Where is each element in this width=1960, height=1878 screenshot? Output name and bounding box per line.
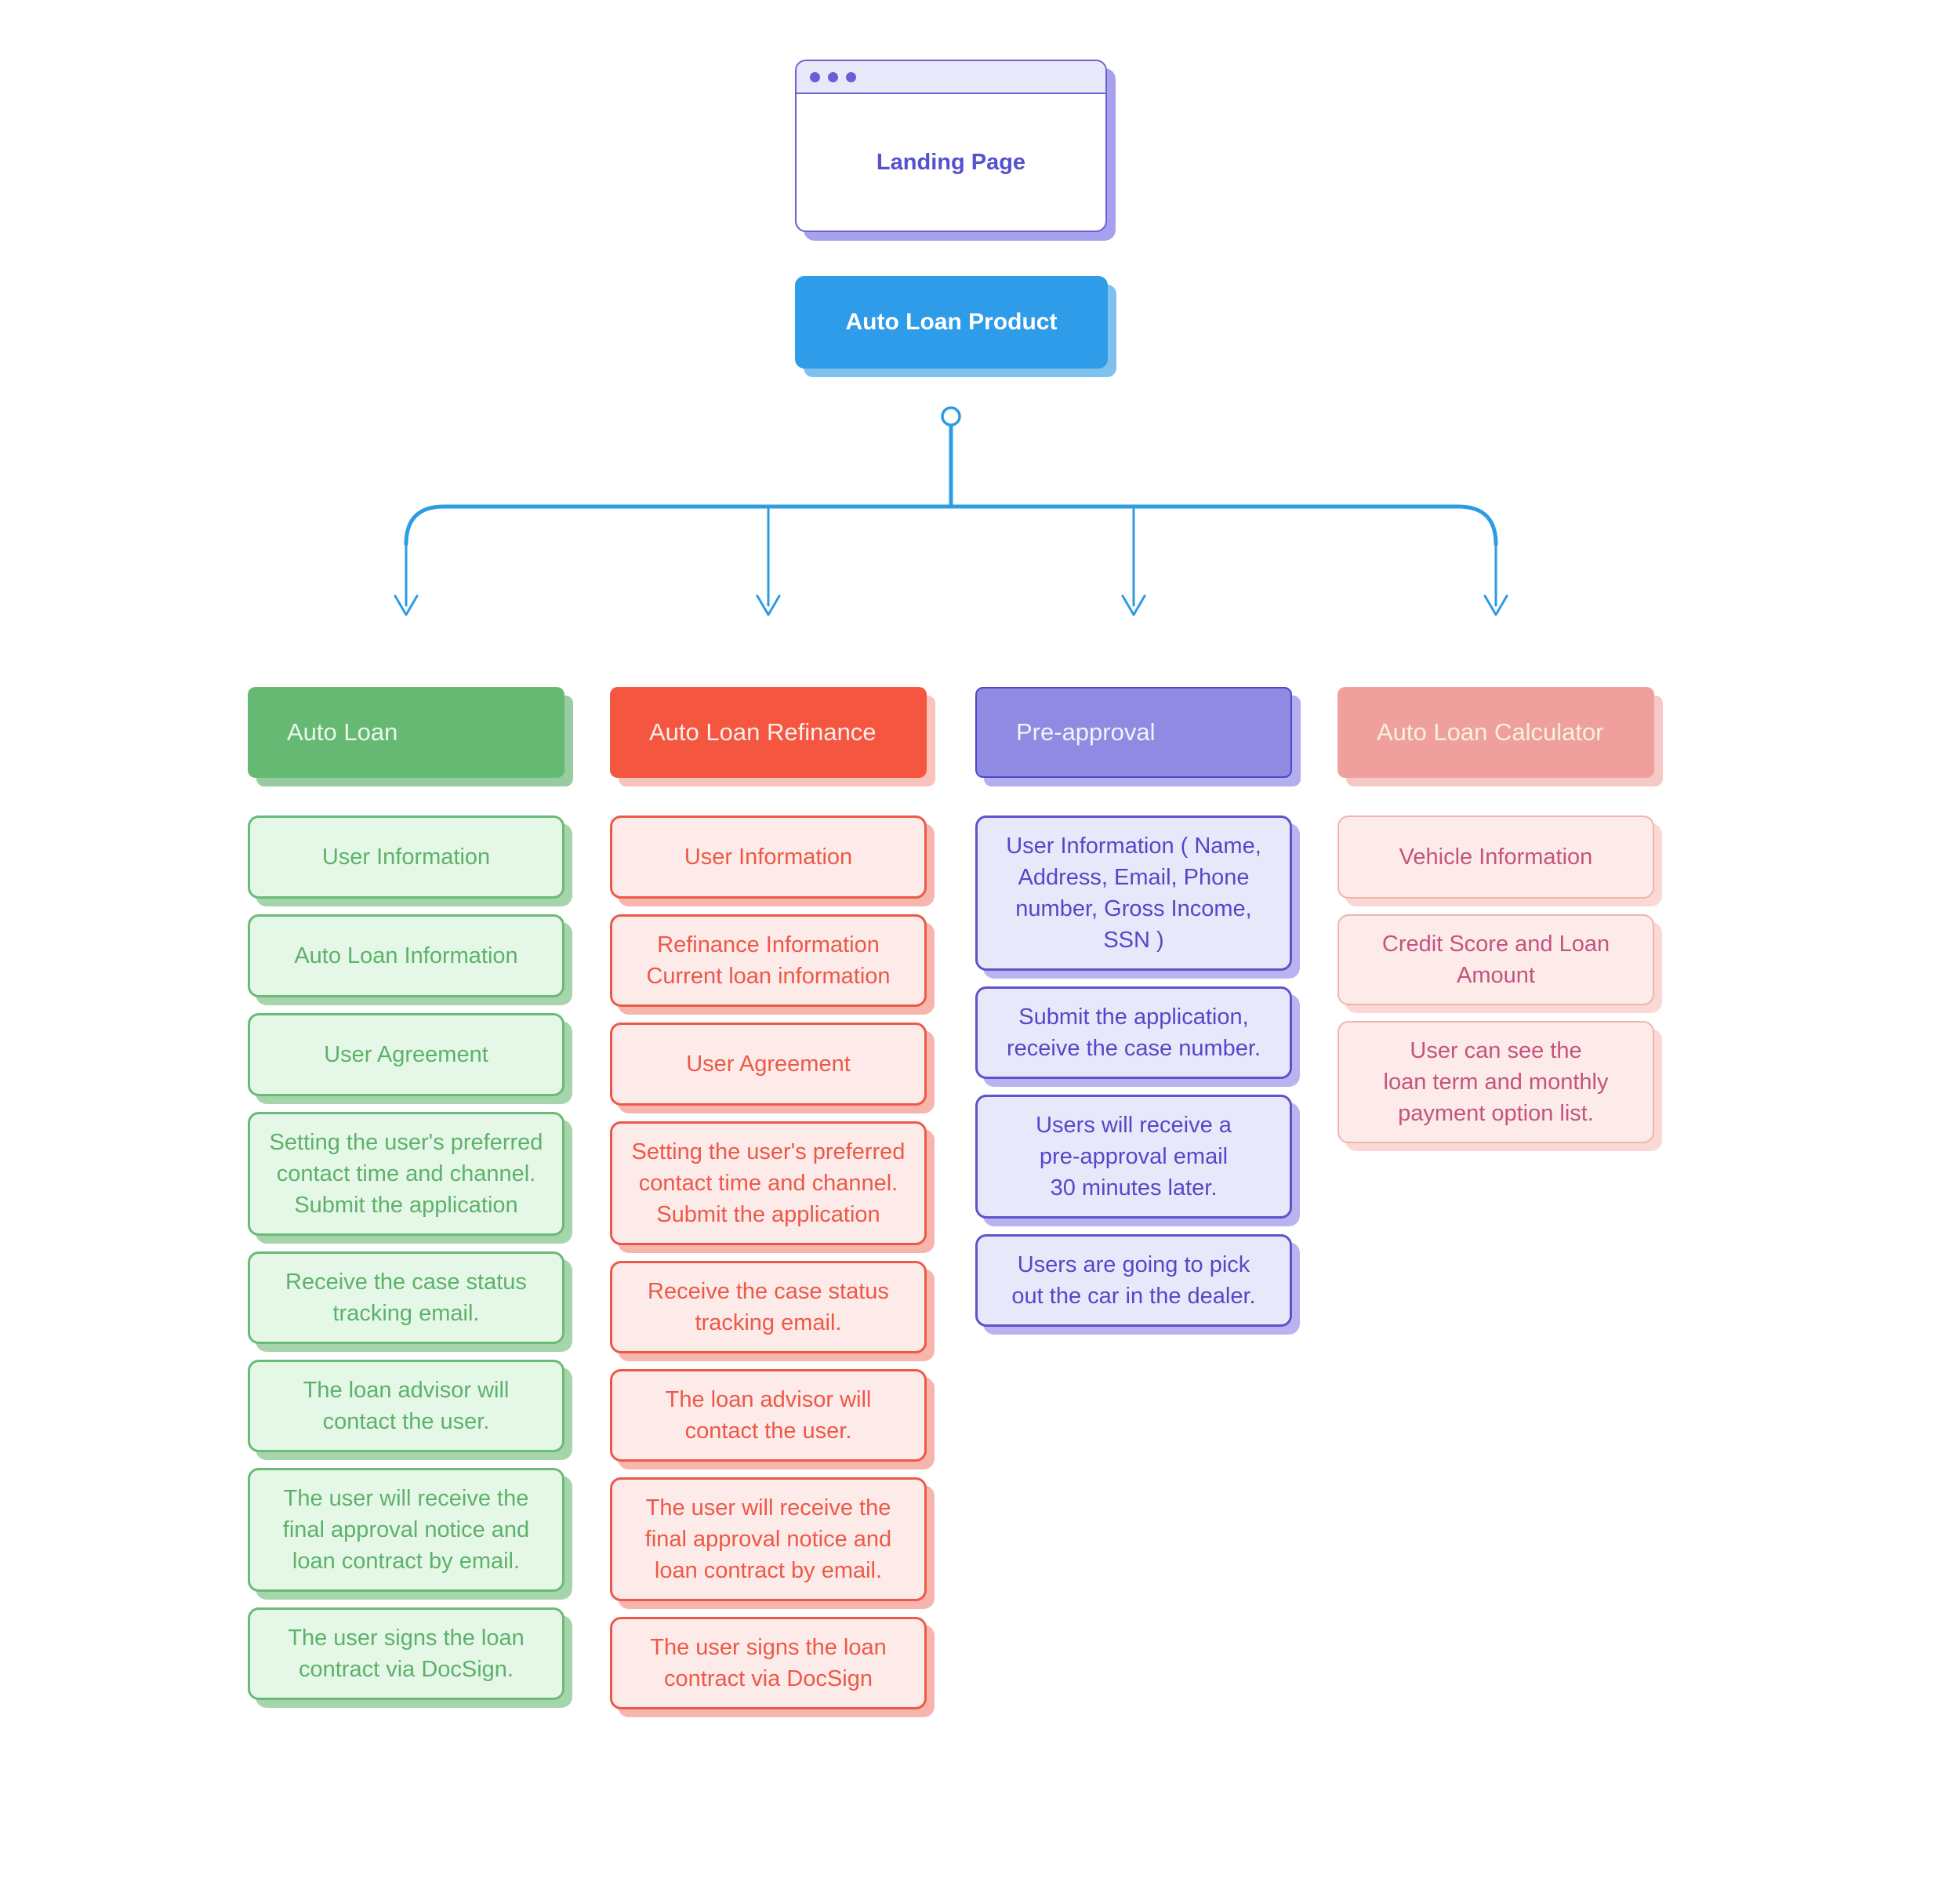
flow-step-node: User Information (610, 815, 927, 899)
connector-origin-circle (941, 406, 961, 427)
flow-step-node: Credit Score and Loan Amount (1338, 914, 1654, 1005)
flow-step-node: The user will receive the final approval… (248, 1468, 564, 1592)
window-control-dot-icon (846, 71, 856, 82)
flow-step-node: The user signs the loan contract via Doc… (248, 1607, 564, 1700)
column-items: User Information ( Name, Address, Email,… (975, 815, 1292, 1327)
flow-step-node: Users are going to pick out the car in t… (975, 1234, 1292, 1327)
flow-column-pre-approval: Pre-approval User Information ( Name, Ad… (975, 687, 1292, 1327)
flow-step-node: The user signs the loan contract via Doc… (610, 1617, 927, 1709)
flow-step-node: User Information (248, 815, 564, 899)
column-header-auto-loan: Auto Loan (248, 687, 564, 778)
arrow-down-icon-3 (1121, 594, 1146, 616)
browser-window-node: Landing Page (795, 60, 1107, 232)
flow-step-node: User Agreement (610, 1023, 927, 1106)
landing-page-title: Landing Page (876, 149, 1026, 175)
flow-step-node: Auto Loan Information (248, 914, 564, 997)
auto-loan-product-node: Auto Loan Product (795, 276, 1108, 369)
flow-column-auto-loan-calculator: Auto Loan Calculator Vehicle Information… (1338, 687, 1654, 1143)
column-header-pre-approval: Pre-approval (975, 687, 1292, 778)
browser-titlebar (797, 61, 1105, 94)
window-control-dot-icon (828, 71, 838, 82)
window-control-dot-icon (810, 71, 820, 82)
flow-step-node: Setting the user's preferred contact tim… (610, 1121, 927, 1245)
arrow-down-icon-4 (1483, 594, 1508, 616)
browser-content: Landing Page (797, 94, 1105, 231)
flow-step-node: Users will receive a pre-approval email … (975, 1095, 1292, 1219)
connector-rail (404, 504, 1498, 547)
arrow-down-icon-2 (756, 594, 781, 616)
flow-step-node: The loan advisor will contact the user. (610, 1369, 927, 1462)
flow-step-node: The loan advisor will contact the user. (248, 1360, 564, 1452)
tree-connector (394, 406, 1508, 616)
arrow-down-icon-1 (394, 594, 419, 616)
flow-step-node: User Agreement (248, 1013, 564, 1096)
flow-step-node: Receive the case status tracking email. (610, 1261, 927, 1353)
column-header-auto-loan-refinance: Auto Loan Refinance (610, 687, 927, 778)
flow-step-node: Setting the user's preferred contact tim… (248, 1112, 564, 1236)
flow-step-node: Refinance Information Current loan infor… (610, 914, 927, 1007)
flow-step-node: User Information ( Name, Address, Email,… (975, 815, 1292, 971)
flow-step-node: Receive the case status tracking email. (248, 1251, 564, 1344)
auto-loan-product-label: Auto Loan Product (845, 309, 1058, 335)
flow-step-node: Submit the application, receive the case… (975, 986, 1292, 1079)
flow-step-node: The user will receive the final approval… (610, 1477, 927, 1601)
column-header-auto-loan-calculator: Auto Loan Calculator (1338, 687, 1654, 778)
flow-step-node: Vehicle Information (1338, 815, 1654, 899)
flow-step-node: User can see the loan term and monthly p… (1338, 1021, 1654, 1143)
